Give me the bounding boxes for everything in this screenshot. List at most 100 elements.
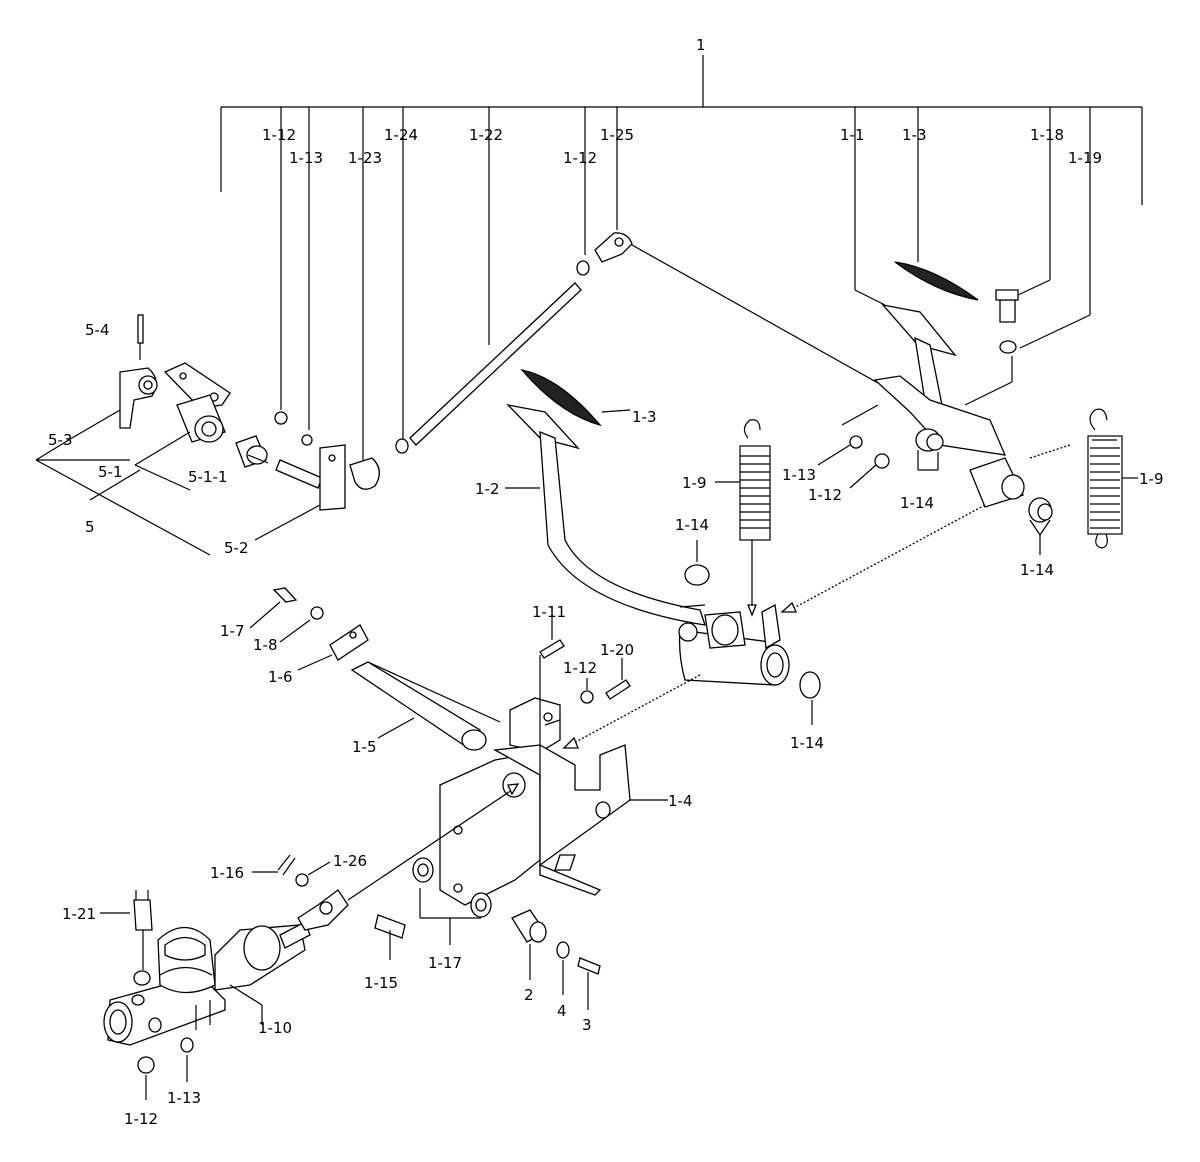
bolt-3 <box>577 957 601 975</box>
label-1-15: 1-15 <box>364 974 398 992</box>
nut-1-24 <box>395 438 409 454</box>
nut-1-19 <box>999 340 1017 354</box>
leader-right-dashed <box>841 404 879 426</box>
pad-1-3-right <box>894 261 979 301</box>
master-cylinder-1-10 <box>103 889 349 1046</box>
label-3: 3 <box>582 1016 592 1034</box>
pedal-arm <box>873 375 1007 456</box>
label-1-14: 1-14 <box>1020 561 1054 579</box>
label-1-26: 1-26 <box>333 852 367 870</box>
rod-1-22 <box>409 282 582 446</box>
label-1-6: 1-6 <box>268 668 293 686</box>
label-1-21: 1-21 <box>62 905 96 923</box>
washer-4 <box>556 941 570 959</box>
rod-end-1-25 <box>594 232 633 263</box>
rod-end-1-23 <box>349 457 380 490</box>
leader-5-2 <box>254 504 321 541</box>
nut-1-12-rod <box>576 260 590 276</box>
label-5-1: 5-1 <box>98 463 123 481</box>
bushings <box>412 857 601 975</box>
label-1-13: 1-13 <box>782 466 816 484</box>
bush-1-14-left-bottom <box>799 671 821 699</box>
label-5: 5 <box>85 518 95 536</box>
assembly-bracket <box>220 55 1143 465</box>
pad-1-3-left <box>520 368 602 427</box>
label-1-16: 1-16 <box>210 864 244 882</box>
label-1-12: 1-12 <box>262 126 296 144</box>
pedal-arm-1-2 <box>539 431 706 626</box>
nut-1-12-bracket <box>580 690 594 704</box>
label-1-12: 1-12 <box>563 149 597 167</box>
label-1-9: 1-9 <box>682 474 707 492</box>
label-1-14: 1-14 <box>675 516 709 534</box>
label-1-13: 1-13 <box>167 1089 201 1107</box>
bolt-1-18 <box>999 299 1016 323</box>
pushrod-alignment-line <box>347 789 513 901</box>
label-1-10: 1-10 <box>258 1019 292 1037</box>
label-1-5: 1-5 <box>352 738 377 756</box>
nut-1-12-right <box>874 453 890 469</box>
label-2: 2 <box>524 986 534 1004</box>
bush-1-14-left-top <box>684 564 710 586</box>
label-1-3: 1-3 <box>902 126 927 144</box>
label-1-24: 1-24 <box>384 126 418 144</box>
leader-5-1 <box>134 431 191 466</box>
label-1-8: 1-8 <box>253 636 278 654</box>
label-1-17: 1-17 <box>428 954 462 972</box>
cross-shaft <box>272 587 501 751</box>
label-1-3: 1-3 <box>632 408 657 426</box>
shaft-assembly-5 <box>119 314 346 511</box>
label-5-3: 5-3 <box>48 431 73 449</box>
shaft-5-2 <box>275 459 323 489</box>
label-1-23: 1-23 <box>348 149 382 167</box>
washer-1-13-bottom <box>180 1037 194 1053</box>
spring-1-9-right <box>1087 408 1123 549</box>
washer-1-13 <box>301 434 313 446</box>
leader-5-3 <box>71 409 121 439</box>
cotter-pin-1-16 <box>277 854 296 876</box>
label-1-12: 1-12 <box>808 486 842 504</box>
label-1-25: 1-25 <box>600 126 634 144</box>
arrow-spring-right <box>1029 444 1071 459</box>
label-1-12: 1-12 <box>124 1110 158 1128</box>
bolt-1-11 <box>539 639 565 659</box>
nut-1-12 <box>274 411 288 425</box>
bolt-1-7 <box>272 587 298 603</box>
bolt-1-20 <box>605 679 631 700</box>
label-1-18: 1-18 <box>1030 126 1064 144</box>
pedal-1-1 <box>849 261 1053 523</box>
label-1-19: 1-19 <box>1068 149 1102 167</box>
nut-1-12-bottom <box>137 1056 155 1074</box>
label-1-14: 1-14 <box>900 494 934 512</box>
label-5-2: 5-2 <box>224 539 249 557</box>
label-1-9: 1-9 <box>1139 470 1164 488</box>
pin-5-4 <box>137 314 144 344</box>
label-1-2: 1-2 <box>475 480 500 498</box>
bleeder-1-21 <box>133 899 153 931</box>
leader-1-25-link <box>631 244 879 384</box>
shaft-1-5 <box>350 661 481 749</box>
label-1-1: 1-1 <box>840 126 865 144</box>
pedal-1-2 <box>506 368 821 699</box>
label-1-14: 1-14 <box>790 734 824 752</box>
label-1-12: 1-12 <box>563 659 597 677</box>
arrow-pedal-to-bracket <box>569 674 701 746</box>
pedal-hub <box>678 629 776 686</box>
label-4: 4 <box>557 1002 567 1020</box>
spring-1-9-left <box>739 419 771 555</box>
linkage-rod <box>274 232 633 490</box>
label-1-22: 1-22 <box>469 126 503 144</box>
label-1-20: 1-20 <box>600 641 634 659</box>
washer-1-8 <box>310 606 324 620</box>
arrow-hub-to-pedal <box>789 504 986 611</box>
label-1-4: 1-4 <box>668 792 693 810</box>
plate-1-6 <box>329 624 369 661</box>
pushrod-boot <box>279 921 311 949</box>
clevis-pin-1-15 <box>374 914 406 939</box>
label-1-13: 1-13 <box>289 149 323 167</box>
label-5-4: 5-4 <box>85 321 110 339</box>
washer-1-13-right <box>849 435 863 449</box>
washer-1-26 <box>295 873 309 887</box>
label-1-7: 1-7 <box>220 622 245 640</box>
